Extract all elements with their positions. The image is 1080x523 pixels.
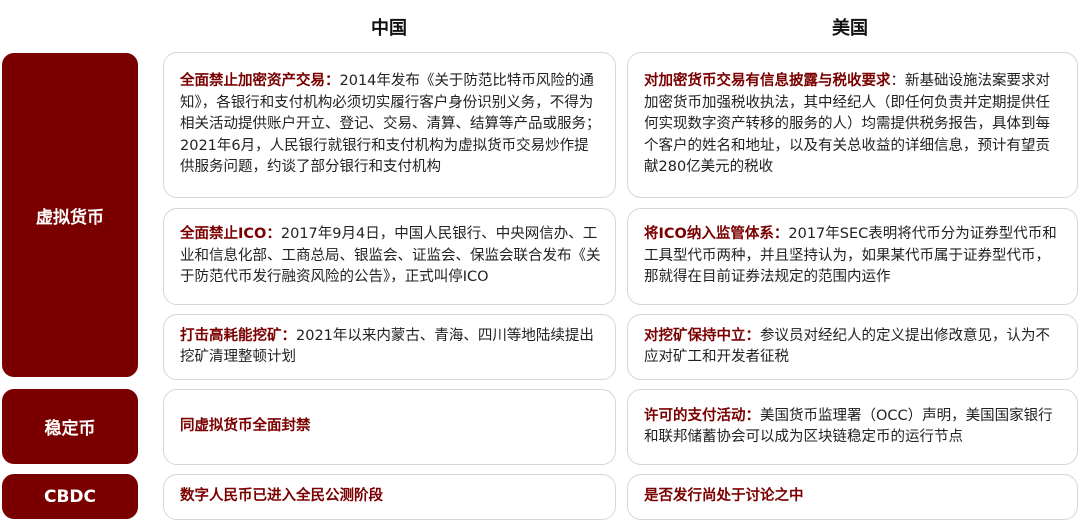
item-title: 对加密货币交易有信息披露与税收要求 xyxy=(644,73,891,90)
item-text: 2014年发布《关于防范比特币风险的通知》，各银行和支付机构必须切实履行客户身份… xyxy=(180,73,601,176)
item-text: 美国货币监理署（OCC）声明，美国国家银行和联邦储蓄协会可以成为区块链稳定币的运… xyxy=(644,407,1053,446)
item-title: 许可的支付活动： xyxy=(644,407,760,424)
category-stablecoin: 稳定币 xyxy=(2,389,138,464)
item-title: 打击高耗能挖矿： xyxy=(180,327,296,344)
item-text: ：新基础设施法案要求对加密货币加强税收执法，其中经纪人（即任何负责并定期提供任何… xyxy=(644,73,1050,176)
item-title: 数字人民币已进入全民公测阶段 xyxy=(180,488,383,505)
item-title: 对挖矿保持中立： xyxy=(644,327,760,344)
china-ico-ban: 全面禁止ICO：2017年9月4日，中国人民银行、中央网信办、工业和信息化部、工… xyxy=(163,208,616,305)
us-disclosure-tax: 对加密货币交易有信息披露与税收要求：新基础设施法案要求对加密货币加强税收执法，其… xyxy=(627,52,1078,198)
category-virtual-currency: 虚拟货币 xyxy=(2,53,138,377)
item-title: 全面禁止加密资产交易： xyxy=(180,73,340,90)
category-cbdc: CBDC xyxy=(2,474,138,519)
item-text: 2017年9月4日，中国人民银行、中央网信办、工业和信息化部、工商总局、银监会、… xyxy=(180,226,601,286)
china-crypto-trading-ban: 全面禁止加密资产交易：2014年发布《关于防范比特币风险的通知》，各银行和支付机… xyxy=(163,52,616,198)
item-title: 全面禁止ICO： xyxy=(180,226,281,243)
us-ico-regulation: 将ICO纳入监管体系：2017年SEC表明将代币分为证券型代币和工具型代币两种，… xyxy=(627,208,1078,305)
us-mining-neutral: 对挖矿保持中立：参议员对经纪人的定义提出修改意见，认为不应对矿工和开发者征税 xyxy=(627,314,1078,380)
item-text: 2021年以来内蒙古、青海、四川等地陆续提出挖矿清理整顿计划 xyxy=(180,327,594,366)
column-header-us: 美国 xyxy=(832,18,868,39)
item-text: 2017年SEC表明将代币分为证券型代币和工具型代币两种，并且坚持认为，如果某代… xyxy=(644,226,1057,286)
us-stablecoin: 许可的支付活动：美国货币监理署（OCC）声明，美国国家银行和联邦储蓄协会可以成为… xyxy=(627,389,1078,465)
item-title: 将ICO纳入监管体系： xyxy=(644,226,789,243)
us-cbdc: 是否发行尚处于讨论之中 xyxy=(627,474,1078,520)
china-stablecoin: 同虚拟货币全面封禁 xyxy=(163,389,616,465)
item-title: 同虚拟货币全面封禁 xyxy=(180,418,311,435)
item-title: 是否发行尚处于讨论之中 xyxy=(644,488,804,505)
china-cbdc: 数字人民币已进入全民公测阶段 xyxy=(163,474,616,520)
column-header-china: 中国 xyxy=(371,18,407,39)
china-mining-crackdown: 打击高耗能挖矿：2021年以来内蒙古、青海、四川等地陆续提出挖矿清理整顿计划 xyxy=(163,314,616,380)
item-text: 参议员对经纪人的定义提出修改意见，认为不应对矿工和开发者征税 xyxy=(644,327,1050,366)
